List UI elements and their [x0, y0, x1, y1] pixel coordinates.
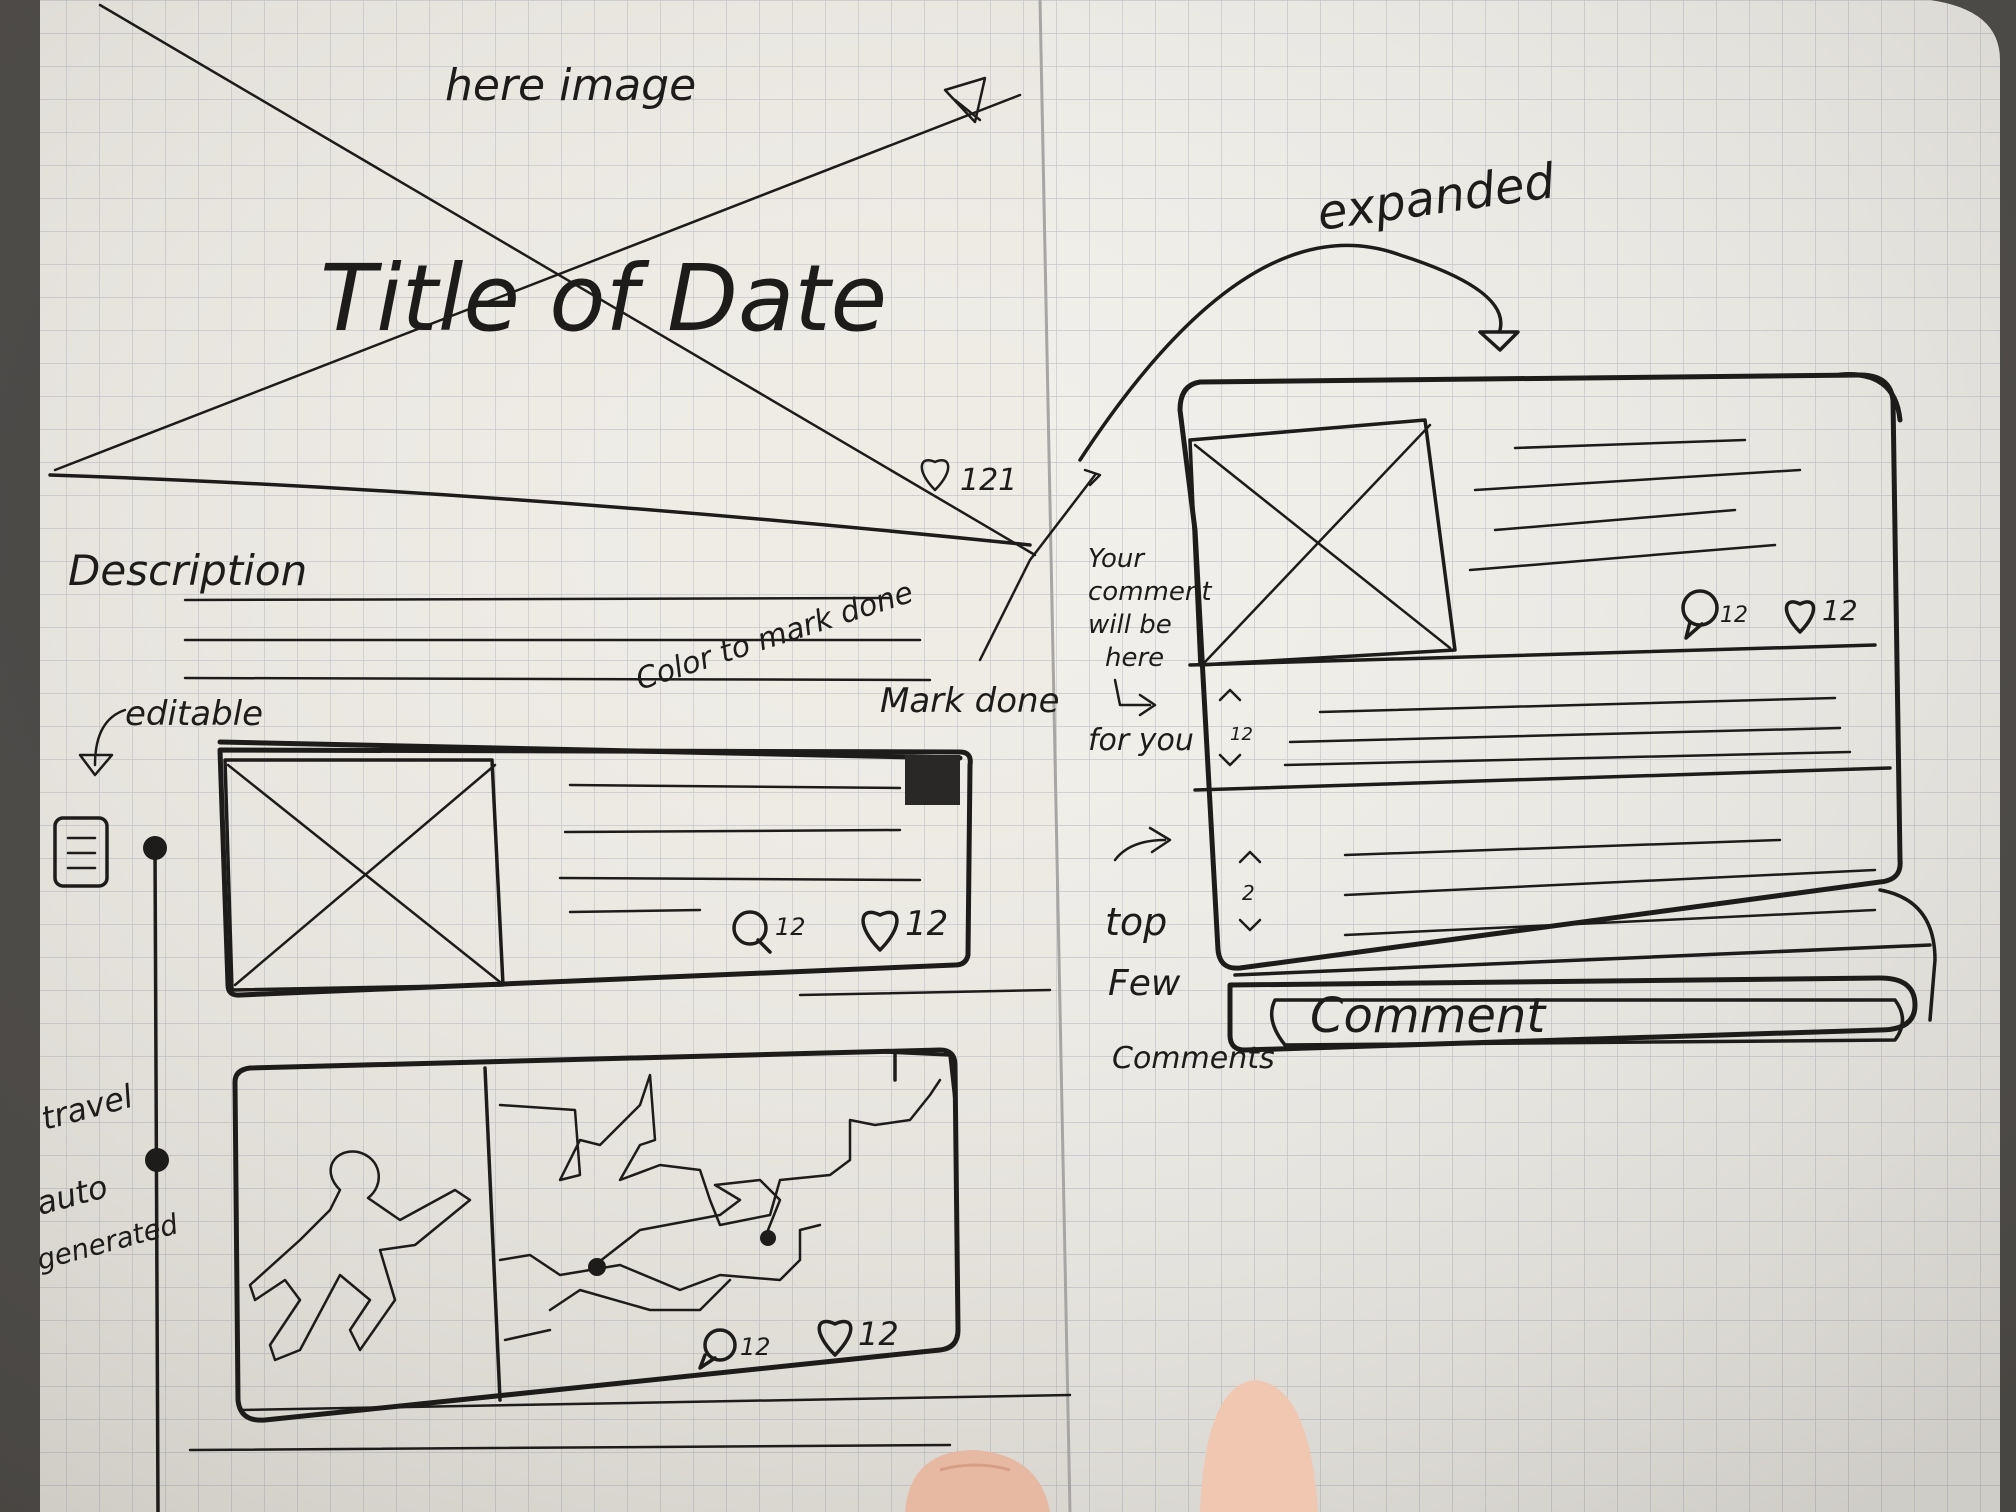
comment-2-downvote-icon[interactable]: [1238, 918, 1262, 932]
expand-link-arrowhead: [1083, 468, 1102, 487]
comment-divider: [1193, 766, 1892, 792]
comment-button-label: Comment: [1310, 988, 1547, 1044]
card-1-comment-icon[interactable]: [732, 910, 772, 954]
card-2-comment-icon[interactable]: [698, 1328, 737, 1370]
comment-2[interactable]: 2: [1238, 838, 1877, 937]
svg-text:Comments: Comments: [1112, 1041, 1275, 1076]
svg-text:Few: Few: [1108, 963, 1181, 1004]
expanded-card-heart-icon[interactable]: [1784, 600, 1816, 634]
image-placeholder-label: here image: [445, 60, 696, 111]
comment-1-votes: 12: [1230, 724, 1253, 745]
map-placeholder: [498, 1073, 942, 1342]
card-shadow-edge: [1878, 888, 1937, 1022]
card-1-heart-icon[interactable]: [861, 910, 899, 952]
editable-label: editable: [125, 694, 263, 734]
card-2-heart-icon[interactable]: [817, 1319, 853, 1357]
comment-1-downvote-icon[interactable]: [1218, 753, 1242, 767]
top-few-comments-note: top Few Comments: [1105, 900, 1275, 1076]
top-comments-arrow: [1113, 826, 1172, 862]
divider-3: [188, 1443, 952, 1452]
svg-text:for you: for you: [1088, 723, 1194, 758]
heart-like-top: 121: [920, 459, 1017, 498]
expanded-arrow: [1078, 243, 1520, 462]
divider-2: [238, 1393, 1072, 1412]
clipboard-icon[interactable]: [53, 816, 109, 888]
svg-text:top: top: [1105, 900, 1167, 944]
card-1-image-placeholder: [223, 758, 505, 992]
spine-fold: [1038, 0, 1072, 1512]
description-text-lines: [183, 596, 932, 682]
your-comment-arrow: [1113, 678, 1157, 717]
card-1-like-count: 12: [905, 904, 948, 944]
svg-text:here: here: [1105, 643, 1164, 673]
person-photo-placeholder: [248, 1150, 472, 1362]
entry-card-2[interactable]: 12 12: [232, 1047, 961, 1423]
card-2-comment-count: 12: [740, 1333, 771, 1361]
fingers: [905, 1380, 1318, 1512]
your-comment-note: Your comment will be here for you: [1088, 544, 1212, 758]
expand-link-line: [978, 473, 1097, 662]
comment-1[interactable]: 12: [1218, 688, 1852, 767]
divider-1: [798, 988, 1052, 997]
like-count-top: 121: [960, 463, 1017, 498]
expanded-card-comment-icon[interactable]: [1681, 589, 1719, 640]
expanded-card-like-count: 12: [1822, 594, 1858, 627]
comment-2-votes: 2: [1242, 881, 1255, 905]
card-1-comment-count: 12: [775, 913, 806, 941]
page-title: Title of Date: [320, 245, 887, 352]
entry-card-1[interactable]: 12 12: [217, 739, 973, 998]
card-2-like-count: 12: [858, 1315, 899, 1353]
comment-1-upvote-icon[interactable]: [1218, 688, 1242, 702]
header-image-placeholder: [48, 3, 1037, 557]
timeline: [143, 836, 169, 1512]
expanded-card-text-lines: [1468, 438, 1802, 572]
expanded-card[interactable]: 12 12 12 2 Comment: [1177, 372, 1937, 1053]
comment-2-upvote-icon[interactable]: [1238, 850, 1262, 864]
mark-done-label: Mark done: [880, 681, 1060, 721]
expanded-card-comment-count: 12: [1720, 603, 1748, 628]
card-section-divider: [1188, 643, 1877, 667]
expanded-card-image-placeholder: [1188, 418, 1457, 667]
description-label: Description: [68, 546, 307, 595]
card-bottom-line: [1233, 943, 1932, 977]
card-1-text-lines: [558, 783, 922, 914]
timeline-node-2[interactable]: [145, 1148, 169, 1172]
comment-input-button[interactable]: Comment: [1227, 975, 1918, 1053]
timeline-node-1[interactable]: [143, 836, 167, 860]
mark-done-checkbox[interactable]: [905, 755, 960, 805]
svg-text:Your: Your: [1088, 544, 1146, 574]
svg-text:comment: comment: [1088, 577, 1212, 607]
svg-text:will be: will be: [1088, 610, 1172, 640]
editable-arrow: [78, 708, 127, 777]
